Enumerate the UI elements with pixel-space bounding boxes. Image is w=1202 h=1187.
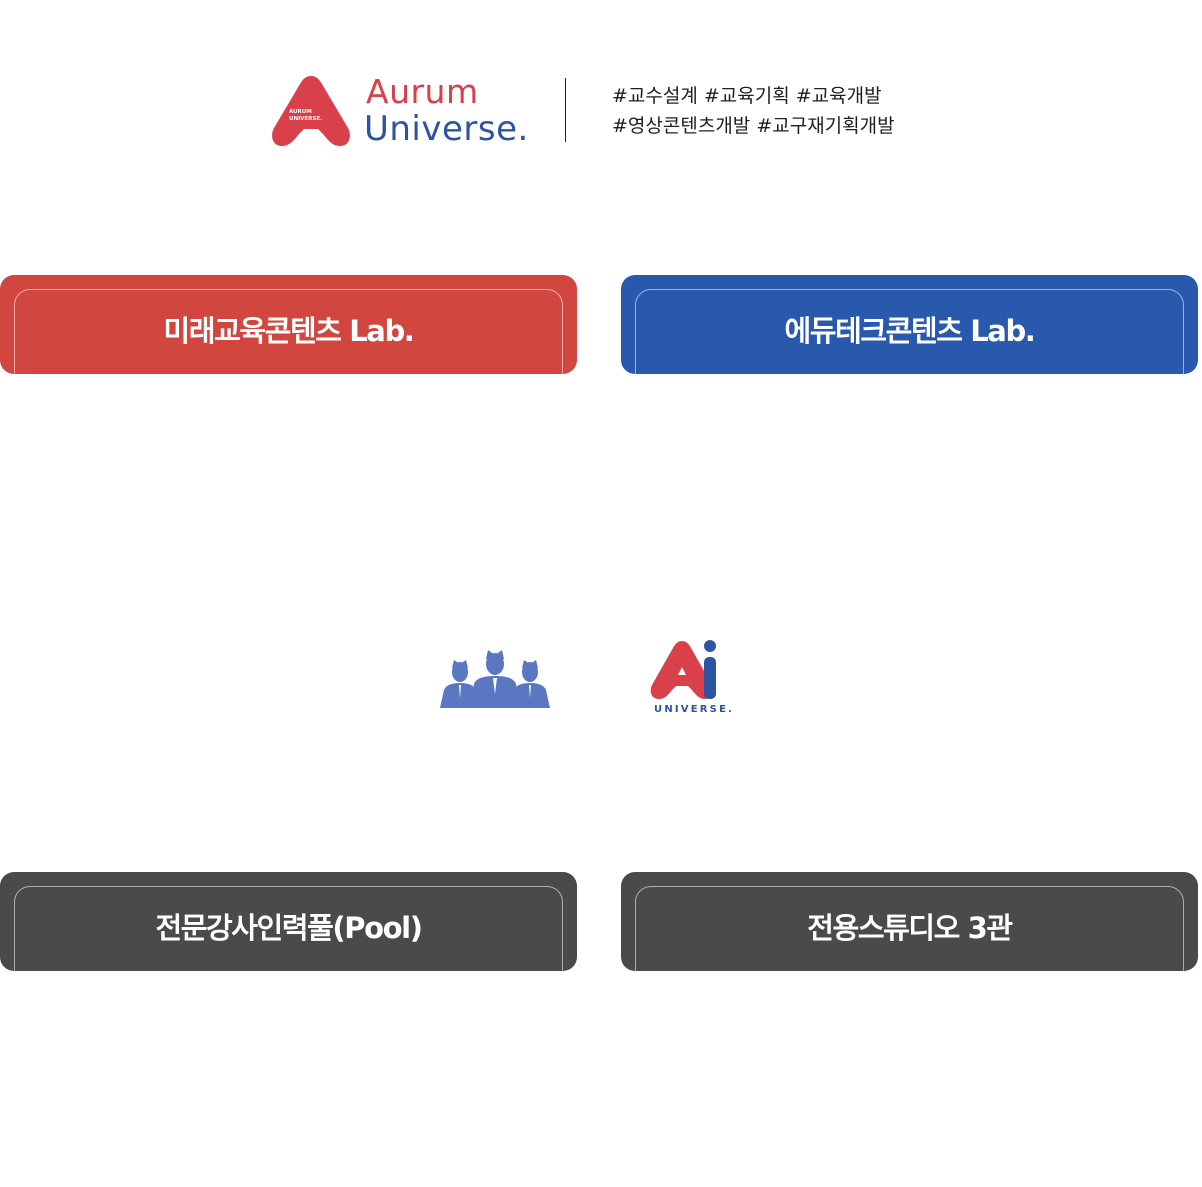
card-inner-frame: 에듀테크콘텐츠 Lab. — [635, 289, 1184, 374]
card-label: 미래교육콘텐츠 Lab. — [163, 314, 415, 348]
card-inner-frame: 미래교육콘텐츠 Lab. — [14, 289, 563, 374]
brand-name-universe: Universe. — [364, 109, 529, 149]
card-label: 에듀테크콘텐츠 Lab. — [784, 314, 1036, 348]
logo-small-text-2: UNIVERSE. — [289, 116, 322, 122]
card-inner-frame: 전용스튜디오 3관 — [635, 886, 1184, 971]
aurum-logo-mark-icon: AURUM UNIVERSE. — [272, 76, 350, 146]
hashtag-line-1: #교수설계 #교육기획 #교육개발 — [612, 85, 882, 107]
card-edutech-lab[interactable]: 에듀테크콘텐츠 Lab. — [621, 275, 1198, 374]
hashtag-list: #교수설계 #교육기획 #교육개발 #영상콘텐츠개발 #교구재기획개발 — [612, 81, 895, 141]
brand-name-aurum: Aurum — [366, 72, 479, 111]
card-future-education-lab[interactable]: 미래교육콘텐츠 Lab. — [0, 275, 577, 374]
card-label: 전용스튜디오 3관 — [807, 911, 1013, 945]
ai-logo-caption: UNIVERSE. — [654, 704, 735, 715]
hashtag-line-2: #영상콘텐츠개발 #교구재기획개발 — [612, 115, 895, 137]
card-label: 전문강사인력풀(Pool) — [155, 911, 423, 945]
card-expert-instructor-pool[interactable]: 전문강사인력풀(Pool) — [0, 872, 577, 971]
logo-small-text-1: AURUM — [289, 109, 312, 115]
ai-universe-logo-icon — [650, 640, 716, 699]
header-divider — [565, 78, 566, 142]
card-dedicated-studios[interactable]: 전용스튜디오 3관 — [621, 872, 1198, 971]
people-group-icon — [440, 650, 550, 708]
card-inner-frame: 전문강사인력풀(Pool) — [14, 886, 563, 971]
